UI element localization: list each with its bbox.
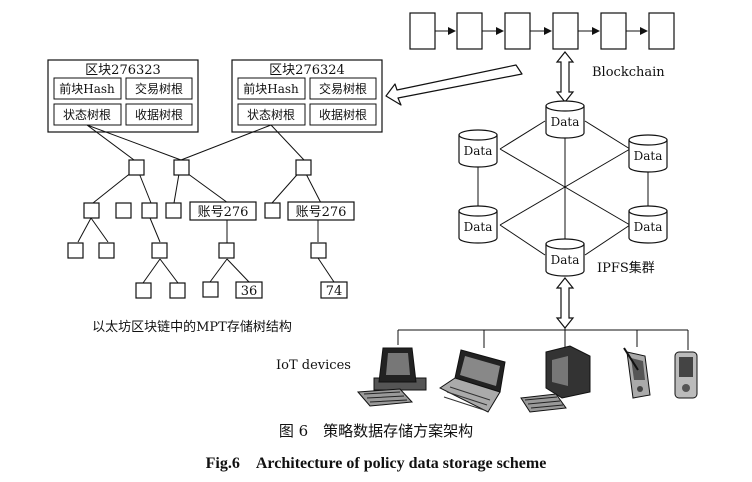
tree-node [264,202,281,219]
ipfs-devices-double-arrow [555,277,575,329]
tx-root-cell: 交易树根 [135,81,183,96]
block-link-arrow [385,64,523,106]
figure-caption-en: Fig.6 Architecture of policy data storag… [205,455,547,472]
value-node-74: 74 [320,281,348,299]
svg-text:Data: Data [634,149,663,163]
laptop-icon [439,349,506,413]
prev-hash-cell: 前块Hash [59,81,115,96]
block-276324: 区块276324 前块Hash 交易树根 状态树根 收据树根 [231,59,383,133]
block-title: 区块276323 [85,63,161,78]
handheld-device-icon [623,347,651,399]
mpt-tree-nodes [67,159,327,299]
value-node-36: 36 [235,281,263,299]
data-node-upper-right: Data [628,134,668,173]
svg-text:74: 74 [326,284,343,299]
desktop-computer-icon [356,347,427,407]
svg-text:Data: Data [551,115,580,129]
tree-node [169,282,186,299]
svg-text:Data: Data [464,144,493,158]
tx-root-cell: 交易树根 [319,81,367,96]
tree-node [98,242,115,259]
tree-node [151,242,168,259]
svg-text:Data: Data [464,220,493,234]
data-node-lower-right: Data [628,205,668,244]
account-node-2: 账号276 [287,201,355,221]
blockchain-label: Blockchain [592,65,665,80]
terminal-icon [520,345,591,413]
tree-node [202,281,219,298]
ipfs-cluster-label: IPFS集群 [597,260,655,276]
data-node-lower-left: Data [458,205,498,244]
tree-node [141,202,158,219]
tree-node [173,159,190,176]
data-node-top: Data [545,100,585,139]
blockchain-ipfs-double-arrow [555,51,575,103]
mpt-caption: 以太坊区块链中的MPT存储树结构 [92,319,292,335]
pda-device-icon [674,351,698,399]
svg-text:Data: Data [634,220,663,234]
svg-text:36: 36 [241,284,258,299]
state-root-cell: 状态树根 [63,107,111,122]
block-title: 区块276324 [269,63,345,78]
tree-node [128,159,145,176]
ipfs-network-edges [477,120,649,256]
svg-text:Data: Data [551,253,580,267]
figure-caption-cn: 图 6 策略数据存储方案架构 [278,422,474,440]
tree-node [218,242,235,259]
tree-node [165,202,182,219]
tree-node [295,159,312,176]
prev-hash-cell: 前块Hash [243,81,299,96]
tree-node [83,202,100,219]
account-node-1: 账号276 [189,201,257,221]
block-276323: 区块276323 前块Hash 交易树根 状态树根 收据树根 [47,59,199,133]
svg-text:账号276: 账号276 [296,205,347,220]
tree-node [135,282,152,299]
receipt-root-cell: 收据树根 [319,107,367,122]
blockchain-chain [409,12,675,50]
tree-node [67,242,84,259]
data-node-bottom: Data [545,238,585,277]
tree-node [115,202,132,219]
state-root-cell: 状态树根 [247,107,295,122]
tree-node [310,242,327,259]
receipt-root-cell: 收据树根 [135,107,183,122]
svg-text:账号276: 账号276 [198,205,249,220]
iot-bus [397,328,689,350]
data-node-upper-left: Data [458,129,498,168]
iot-devices-label: IoT devices [276,358,351,373]
